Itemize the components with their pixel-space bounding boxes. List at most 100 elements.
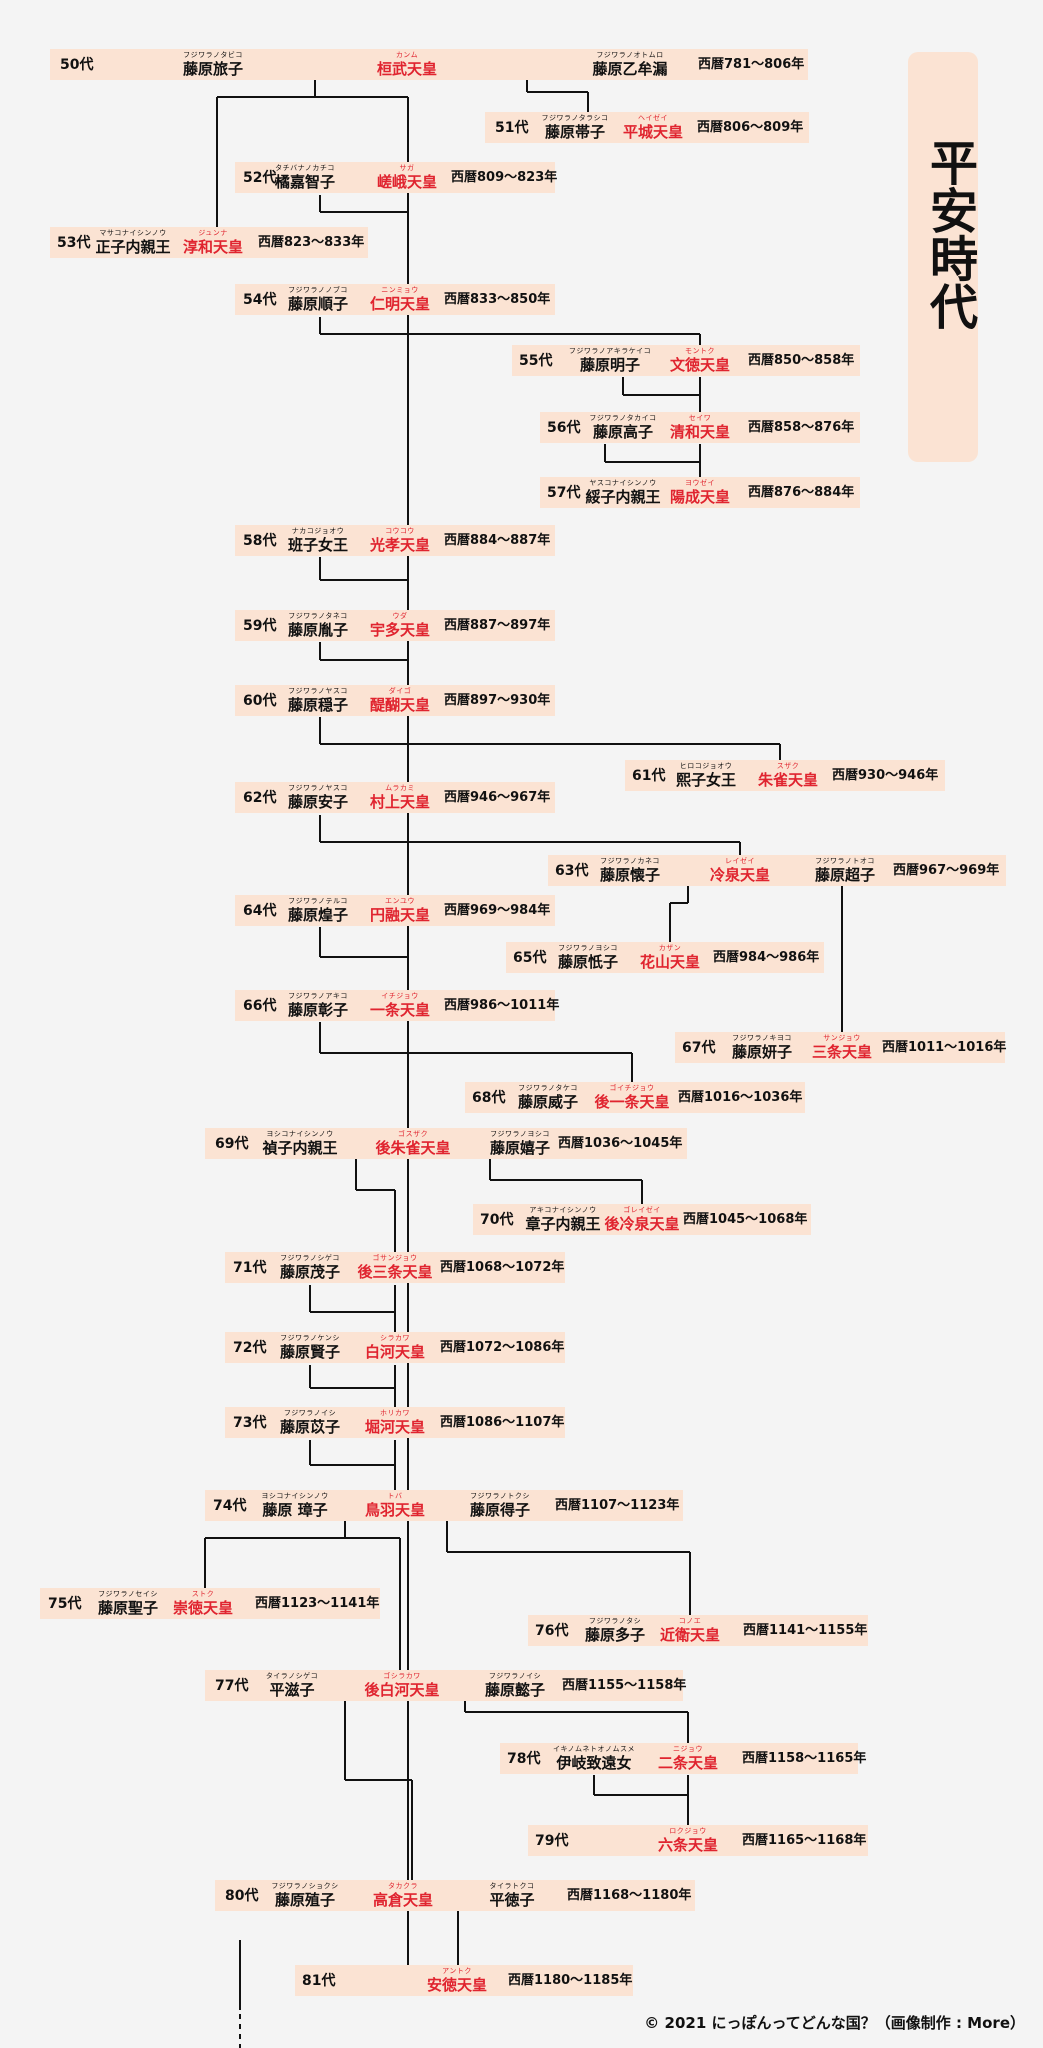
emperor-furigana: ゴスザク bbox=[397, 1130, 429, 1138]
generation-band bbox=[50, 49, 808, 80]
consort-name: 藤原妍子 bbox=[731, 1043, 793, 1061]
generation-label: 65代 bbox=[513, 950, 547, 966]
consort-furigana: フジワラノテルコ bbox=[288, 897, 348, 905]
emperor-name: 三条天皇 bbox=[811, 1043, 873, 1061]
emperor-furigana: ゴシラカワ bbox=[383, 1672, 421, 1680]
emperor-furigana: ホリカワ bbox=[380, 1409, 410, 1417]
emperor-name: 安徳天皇 bbox=[426, 1976, 488, 1994]
emperor-name: 六条天皇 bbox=[657, 1836, 719, 1854]
consort-name: 藤原茂子 bbox=[279, 1263, 341, 1281]
reign-years: 西暦930〜946年 bbox=[832, 768, 939, 783]
generation-label: 63代 bbox=[555, 863, 589, 879]
emperor-furigana: ヘイゼイ bbox=[638, 114, 668, 122]
generation-label: 80代 bbox=[225, 1888, 259, 1904]
consort-furigana: マサコナイシンノウ bbox=[99, 229, 167, 237]
generation-label: 76代 bbox=[535, 1623, 569, 1639]
consort-name: 平滋子 bbox=[269, 1681, 315, 1699]
emperor-furigana: モントク bbox=[685, 347, 715, 355]
reign-years: 西暦1180〜1185年 bbox=[508, 1973, 633, 1988]
emperor-name: 陽成天皇 bbox=[669, 488, 731, 506]
consort-name: 班子女王 bbox=[287, 536, 349, 554]
consort-furigana: フジワラノタラシコ bbox=[541, 114, 609, 122]
generation-label: 55代 bbox=[519, 353, 553, 369]
consort-furigana: フジワラノショクシ bbox=[271, 1882, 339, 1890]
generation-label: 67代 bbox=[682, 1040, 716, 1056]
reign-years: 西暦1016〜1036年 bbox=[678, 1090, 803, 1105]
consort-name: 藤原多子 bbox=[584, 1626, 646, 1644]
generation-band bbox=[295, 1965, 633, 1996]
consort-name: 藤原懐子 bbox=[599, 866, 661, 884]
emperor-name: 後一条天皇 bbox=[594, 1093, 670, 1111]
reign-years: 西暦1045〜1068年 bbox=[683, 1212, 808, 1227]
consort-furigana: フジワラノトクシ bbox=[470, 1492, 530, 1500]
reign-years: 西暦887〜897年 bbox=[444, 618, 551, 633]
generation-band bbox=[512, 345, 860, 376]
generation-band bbox=[465, 1082, 805, 1113]
emperor-name: 後三条天皇 bbox=[357, 1263, 433, 1281]
emperor-name: 白河天皇 bbox=[364, 1343, 426, 1361]
consort-furigana: フジワラノキヨコ bbox=[732, 1034, 792, 1042]
emperor-furigana: セイワ bbox=[688, 414, 712, 422]
consort-furigana: ナカコジョオウ bbox=[291, 527, 345, 535]
reign-years: 西暦1036〜1045年 bbox=[558, 1136, 683, 1151]
emperor-furigana: ジュンナ bbox=[198, 229, 228, 237]
generation-label: 53代 bbox=[57, 235, 91, 251]
emperor-name: 仁明天皇 bbox=[369, 295, 431, 313]
consort-furigana: イキノムネトオノムスメ bbox=[552, 1745, 636, 1753]
consort-name: 熙子女王 bbox=[675, 771, 737, 789]
emperor-name: 円融天皇 bbox=[369, 906, 431, 924]
consort-name: 藤原賢子 bbox=[279, 1343, 341, 1361]
consort-name: 禎子内親王 bbox=[262, 1139, 338, 1157]
emperor-name: 後冷泉天皇 bbox=[604, 1215, 680, 1233]
reign-years: 西暦897〜930年 bbox=[444, 693, 551, 708]
generation-label: 72代 bbox=[233, 1340, 267, 1356]
generation-label: 79代 bbox=[535, 1833, 569, 1849]
consort-furigana: タイラトクコ bbox=[489, 1882, 535, 1890]
consort-name: 藤原明子 bbox=[579, 356, 641, 374]
reign-years: 西暦946〜967年 bbox=[444, 790, 551, 805]
consort-name: 綏子内親王 bbox=[585, 488, 661, 506]
generation-band bbox=[235, 610, 555, 641]
emperor-furigana: ムラカミ bbox=[385, 784, 415, 792]
emperor-name: 一条天皇 bbox=[369, 1001, 431, 1019]
reign-years: 西暦809〜823年 bbox=[451, 170, 558, 185]
generation-label: 59代 bbox=[243, 618, 277, 634]
emperor-name: 花山天皇 bbox=[639, 953, 701, 971]
emperor-furigana: ストク bbox=[191, 1590, 215, 1598]
consort-furigana: ヨシコナイシンノウ bbox=[266, 1130, 334, 1138]
generation-band bbox=[235, 895, 555, 926]
generation-band bbox=[675, 1032, 1005, 1063]
emperor-name: 宇多天皇 bbox=[369, 621, 431, 639]
generation-band bbox=[235, 990, 555, 1021]
reign-years: 西暦850〜858年 bbox=[748, 353, 855, 368]
consort-furigana: ヒロコジョオウ bbox=[679, 762, 733, 770]
generation-band bbox=[528, 1615, 868, 1646]
emperor-name: 堀河天皇 bbox=[364, 1418, 426, 1436]
emperor-name: 清和天皇 bbox=[669, 423, 731, 441]
emperor-furigana: ロクジョウ bbox=[669, 1827, 707, 1835]
consort-furigana: フジワラノイシ bbox=[488, 1672, 542, 1680]
generation-label: 74代 bbox=[213, 1498, 247, 1514]
consort-furigana: アキコナイシンノウ bbox=[529, 1206, 597, 1214]
reign-years: 西暦1141〜1155年 bbox=[743, 1623, 868, 1638]
generation-label: 61代 bbox=[632, 768, 666, 784]
reign-years: 西暦858〜876年 bbox=[748, 420, 855, 435]
emperor-furigana: コノエ bbox=[678, 1617, 702, 1625]
generation-band bbox=[235, 162, 555, 193]
emperor-name: 後朱雀天皇 bbox=[375, 1139, 451, 1157]
generation-label: 62代 bbox=[243, 790, 277, 806]
consort-name: 正子内親王 bbox=[95, 238, 171, 256]
reign-years: 西暦823〜833年 bbox=[258, 235, 365, 250]
generation-label: 77代 bbox=[215, 1678, 249, 1694]
generation-band bbox=[225, 1252, 565, 1283]
generation-band bbox=[500, 1743, 858, 1774]
generation-label: 56代 bbox=[547, 420, 581, 436]
consort-furigana: フジワラノタシ bbox=[588, 1617, 642, 1625]
generation-label: 60代 bbox=[243, 693, 277, 709]
reign-years: 西暦986〜1011年 bbox=[444, 998, 560, 1013]
generation-label: 66代 bbox=[243, 998, 277, 1014]
consort-furigana: フジワラノイシ bbox=[283, 1409, 337, 1417]
generation-band bbox=[485, 112, 809, 143]
generation-band bbox=[225, 1407, 565, 1438]
reign-years: 西暦969〜984年 bbox=[444, 903, 551, 918]
